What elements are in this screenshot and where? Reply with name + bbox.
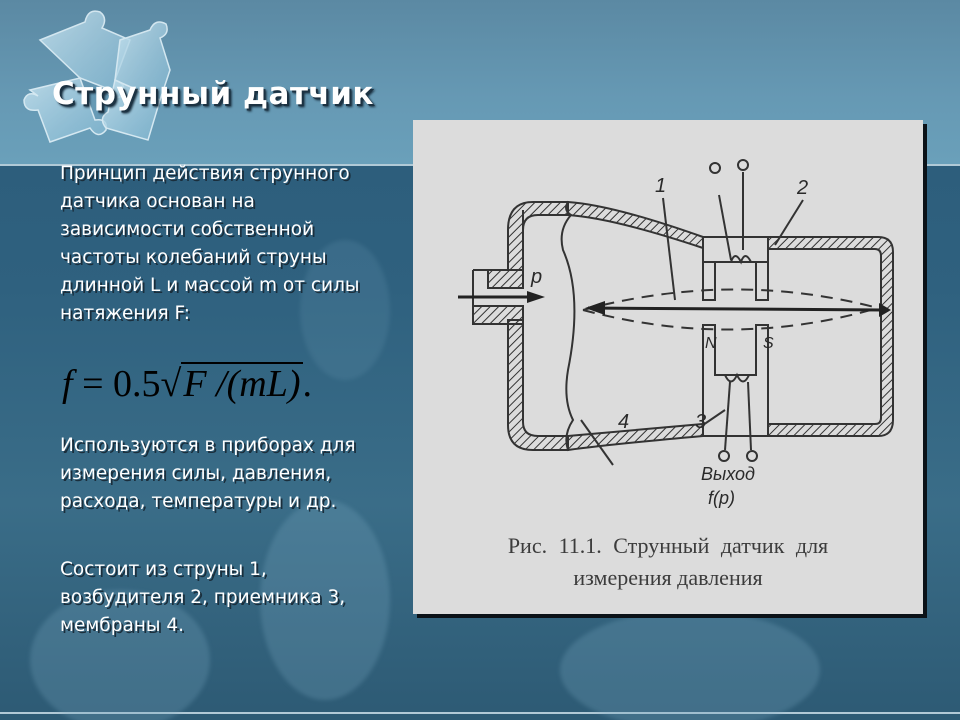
bg-shape xyxy=(260,500,390,700)
slide-title: Струнный датчик xyxy=(52,76,374,112)
label-north: N xyxy=(705,335,717,352)
label-membrane: 4 xyxy=(618,411,629,433)
sensor-diagram-figure: p 1 2 3 4 N S Выход f(p) Рис. 11.1. Стру… xyxy=(413,120,923,614)
bg-shape xyxy=(560,610,820,720)
label-output-fn: f(p) xyxy=(708,488,735,508)
figure-caption-line1: Рис. 11.1. Струнный датчик для xyxy=(507,533,829,558)
label-south: S xyxy=(763,335,774,352)
footer-divider xyxy=(0,712,960,714)
label-pressure: p xyxy=(530,266,542,288)
label-receiver: 3 xyxy=(695,411,706,433)
formula-coefficient: = 0.5 xyxy=(72,363,161,405)
formula-radicand: F /(mL) xyxy=(181,362,303,405)
figure-caption-line2: измерения давления xyxy=(573,565,763,590)
label-output: Выход xyxy=(701,464,755,484)
bg-shape xyxy=(300,240,390,380)
sqrt-icon: √ xyxy=(160,363,182,405)
principle-paragraph: Принцип действия струнного датчика основ… xyxy=(60,163,360,324)
string-sensor-diagram: p 1 2 3 4 N S Выход f(p) xyxy=(458,159,894,508)
label-exciter: 2 xyxy=(796,177,808,199)
puzzle-logo-icon xyxy=(23,10,171,143)
bg-shape xyxy=(30,590,210,720)
frequency-formula: f = 0.5√F /(mL). xyxy=(62,362,312,406)
label-string: 1 xyxy=(655,175,666,197)
applications-paragraph: Используются в приборах для измерения си… xyxy=(60,435,356,512)
composition-paragraph: Состоит из струны 1, возбудителя 2, прие… xyxy=(60,559,346,636)
formula-lhs: f xyxy=(62,363,73,405)
formula-tail: . xyxy=(302,363,313,405)
